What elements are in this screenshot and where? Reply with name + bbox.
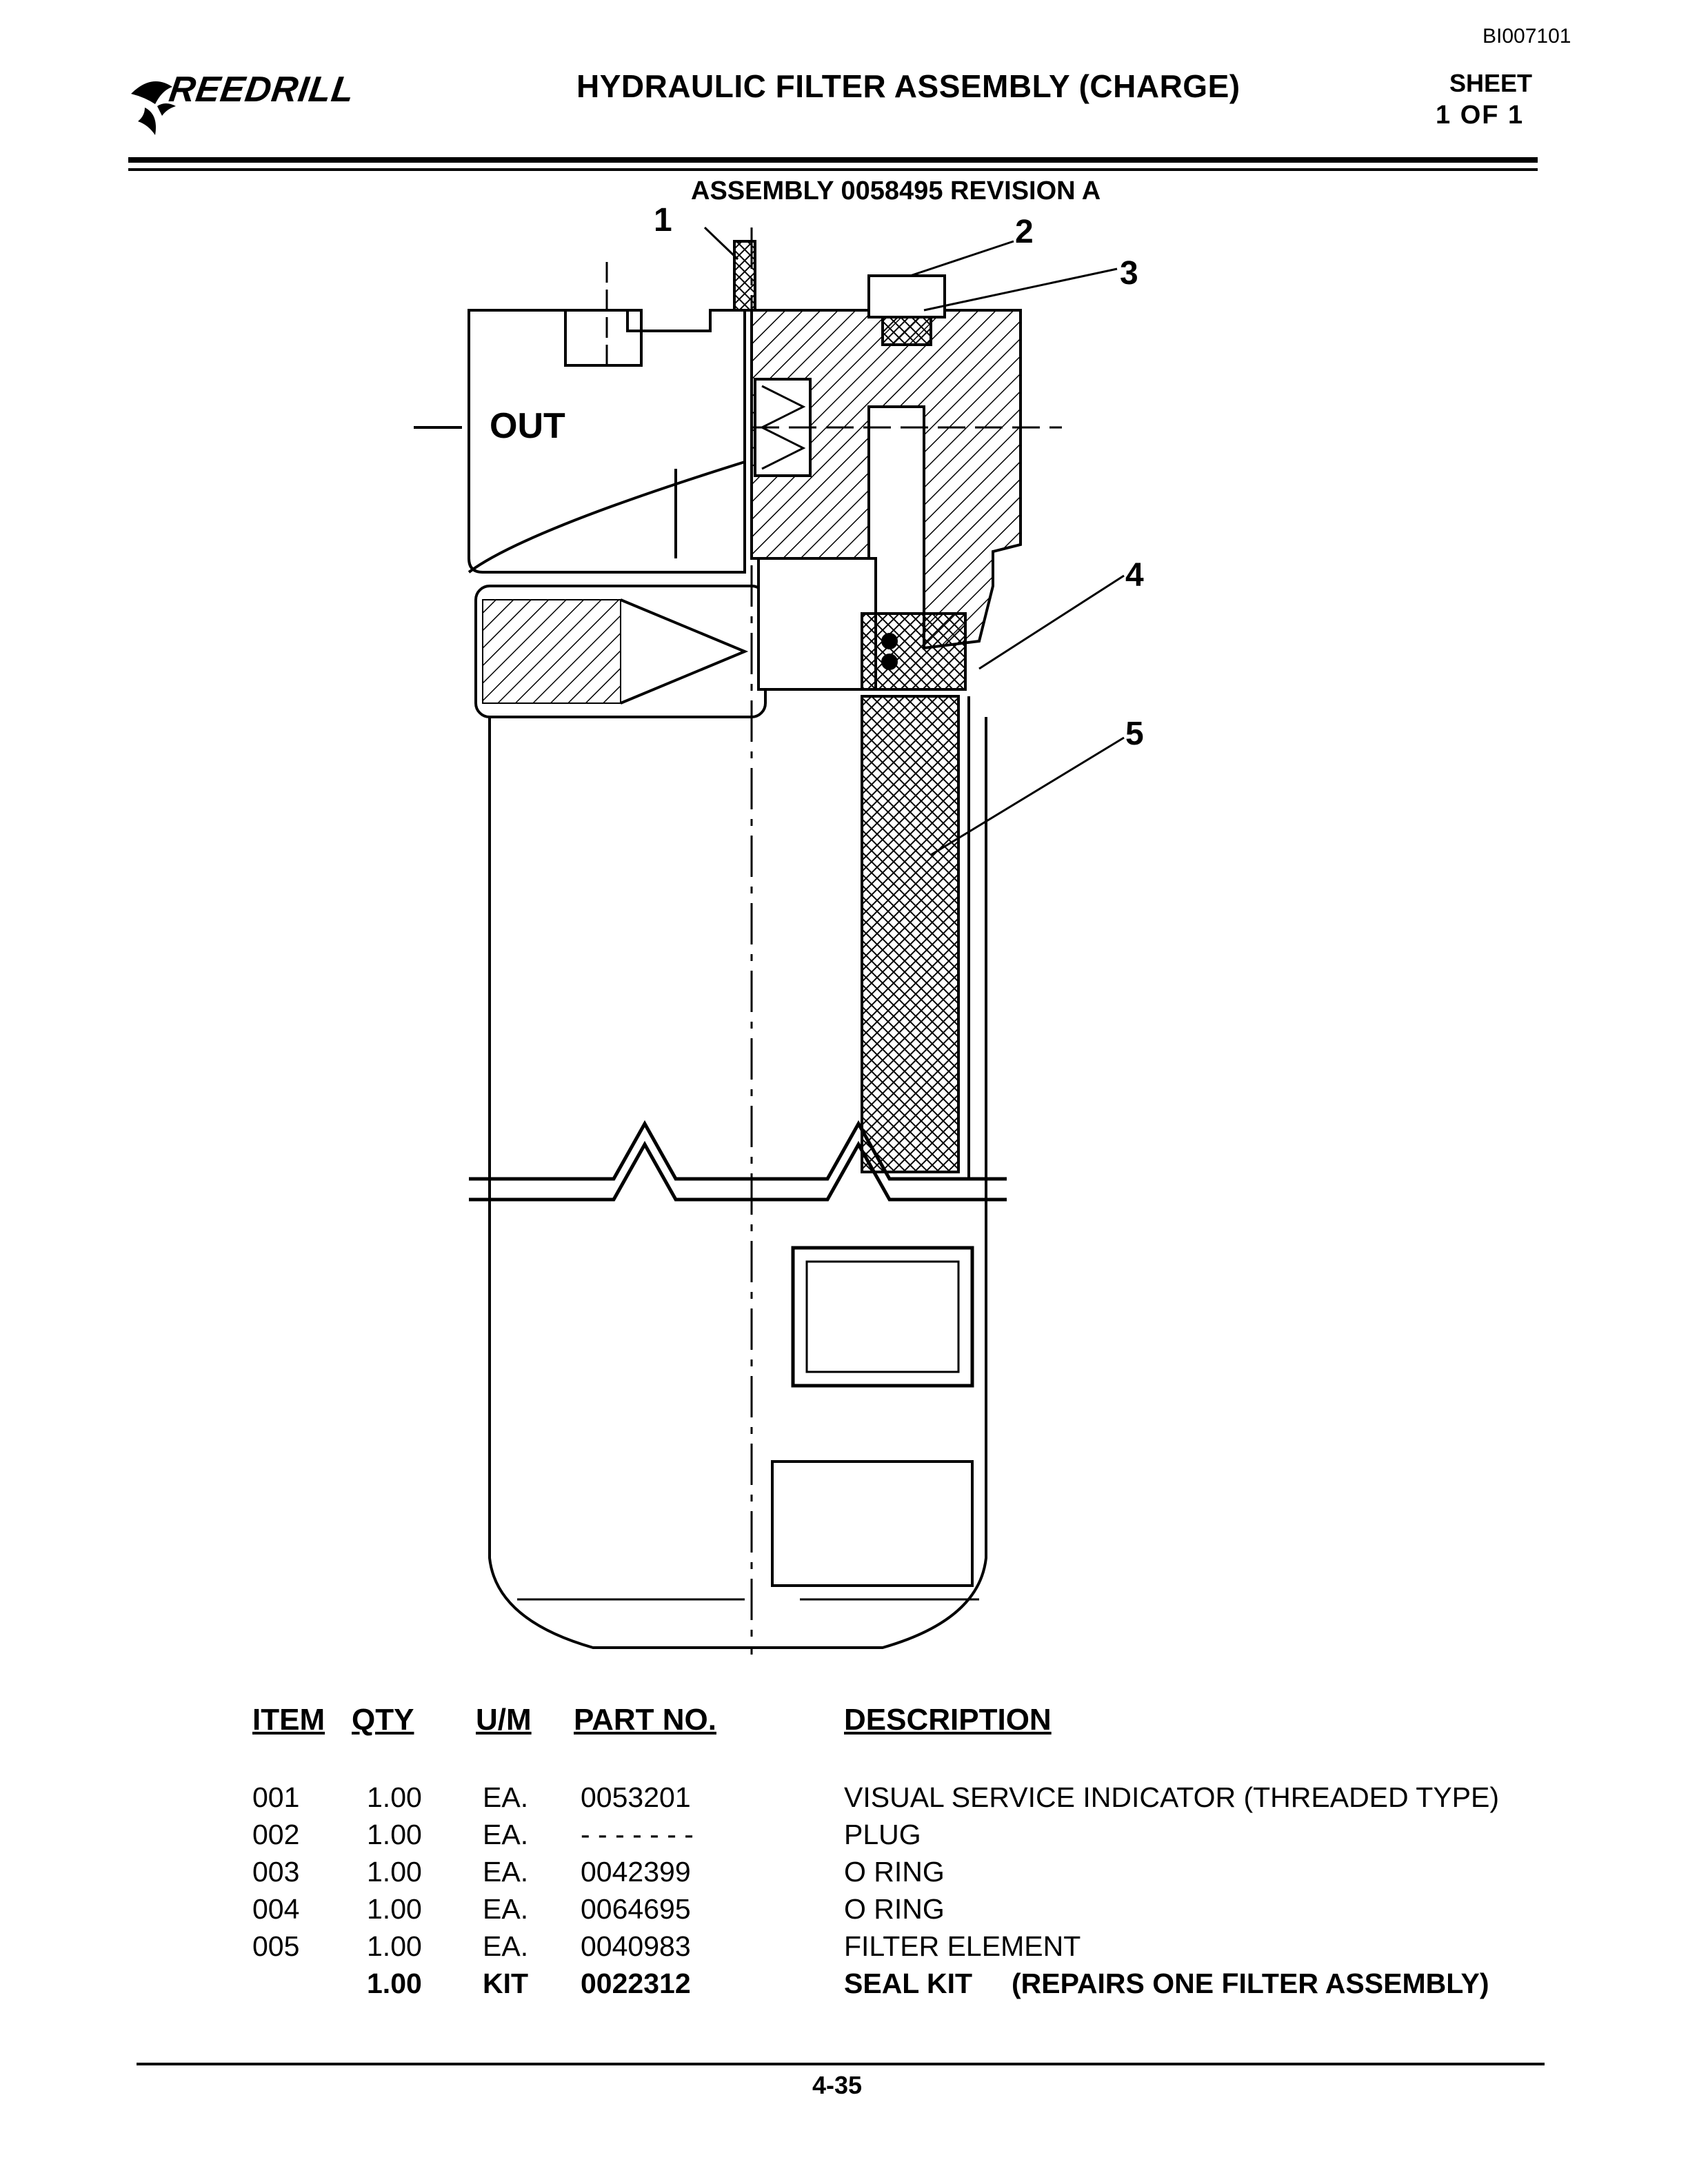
- head-boss: [564, 309, 643, 367]
- callout-4: 4: [1125, 557, 1144, 594]
- reedrill-logo-icon: [131, 81, 176, 135]
- callout-3: 3: [1120, 255, 1138, 292]
- cell-part-no: 0053201: [581, 1781, 691, 1813]
- cell-qty: 1.00: [367, 1781, 422, 1813]
- label-panel: [771, 1460, 974, 1587]
- sheet-label: SHEET: [1449, 69, 1533, 97]
- cell-um: EA.: [483, 1819, 529, 1850]
- leader-4: [978, 574, 1125, 670]
- header-rule-thin: [128, 168, 1538, 171]
- cell-qty: 1.00: [367, 1819, 422, 1850]
- page-number: 4-35: [812, 2071, 863, 2099]
- leader-5: [930, 736, 1125, 856]
- plug: [867, 274, 946, 318]
- leader-3: [923, 267, 1118, 312]
- header-rule-thick: [128, 157, 1538, 163]
- col-header-um: U/M: [476, 1703, 532, 1737]
- cell-item: 004: [252, 1893, 300, 1925]
- col-header-qty: QTY: [352, 1703, 414, 1737]
- canister-body: [488, 717, 987, 1649]
- page-title: HYDRAULIC FILTER ASSEMBLY (CHARGE): [576, 68, 1240, 104]
- cell-description: SEAL KIT (REPAIRS ONE FILTER ASSEMBLY): [844, 1968, 1489, 1999]
- leader-1: [703, 226, 739, 261]
- filter-head-left: [468, 309, 746, 574]
- cell-qty: 1.00: [367, 1893, 422, 1925]
- callout-5: 5: [1125, 716, 1144, 752]
- cell-description: PLUG: [844, 1819, 921, 1850]
- assembly-caption: ASSEMBLY 0058495 REVISION A: [691, 176, 1101, 205]
- cell-item: 002: [252, 1819, 300, 1850]
- col-header-part-no: PART NO.: [574, 1703, 716, 1737]
- service-indicator: [733, 240, 756, 312]
- cell-um: EA.: [483, 1893, 529, 1925]
- callout-1: 1: [654, 202, 672, 239]
- cell-qty: 1.00: [367, 1856, 422, 1888]
- cell-description: VISUAL SERVICE INDICATOR (THREADED TYPE): [844, 1781, 1500, 1813]
- cell-qty: 1.00: [367, 1968, 422, 1999]
- cell-um: EA.: [483, 1781, 529, 1813]
- sheet-number: 1 OF 1: [1436, 101, 1525, 130]
- cell-um: EA.: [483, 1930, 529, 1962]
- cell-item: 003: [252, 1856, 300, 1888]
- port-label-out: OUT: [490, 406, 565, 446]
- break-line: [469, 1120, 1007, 1181]
- element-cap: [861, 612, 967, 691]
- leader-2: [910, 240, 1014, 277]
- cell-item: 001: [252, 1781, 300, 1813]
- col-header-description: DESCRIPTION: [844, 1703, 1052, 1737]
- cell-item: 005: [252, 1930, 300, 1962]
- cell-part-no: 0040983: [581, 1930, 691, 1962]
- document-id: BI007101: [1483, 25, 1571, 48]
- cell-description: O RING: [844, 1893, 945, 1925]
- cell-qty: 1.00: [367, 1930, 422, 1962]
- cell-part-no: 0042399: [581, 1856, 691, 1888]
- callout-2: 2: [1015, 214, 1034, 250]
- filter-element: [861, 695, 960, 1173]
- cell-description: O RING: [844, 1856, 945, 1888]
- brand-name: REEDRILL: [166, 70, 357, 110]
- cell-description: FILTER ELEMENT: [844, 1930, 1081, 1962]
- cell-part-no: 0064695: [581, 1893, 691, 1925]
- filter-assembly-drawing: OUT 1 2 3 4 5: [414, 202, 1144, 1655]
- cell-um: KIT: [483, 1968, 529, 1999]
- cell-part-no: 0022312: [581, 1968, 691, 1999]
- cell-part-no: - - - - - - -: [581, 1819, 694, 1850]
- col-header-item: ITEM: [252, 1703, 325, 1737]
- cell-um: EA.: [483, 1856, 529, 1888]
- label-window: [791, 1246, 974, 1388]
- footer-rule: [137, 2063, 1545, 2065]
